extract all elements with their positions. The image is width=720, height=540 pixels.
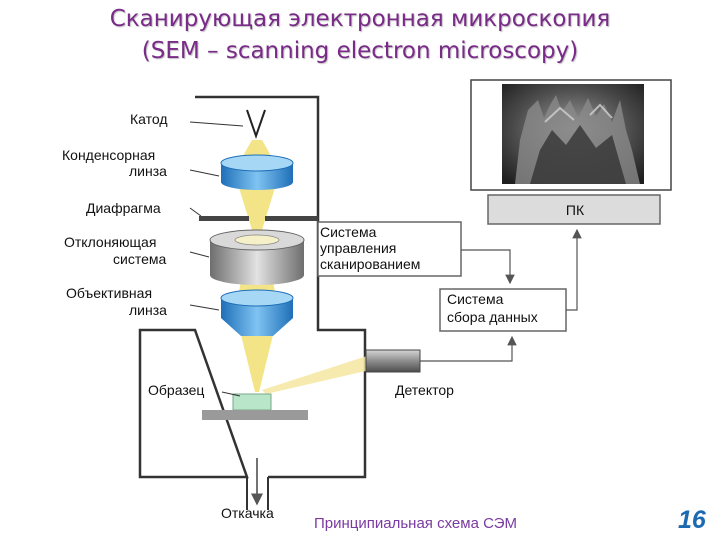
scan-control-line1: Система xyxy=(320,224,377,240)
scan-control-line2: управления xyxy=(320,240,396,256)
label-aperture: Диафрагма xyxy=(86,200,161,216)
condenser-lens xyxy=(220,154,294,190)
label-pointers xyxy=(189,121,244,397)
label-detector: Детектор xyxy=(395,382,454,398)
label-cathode: Катод xyxy=(130,111,168,127)
title-line-1: Сканирующая электронная микроскопия xyxy=(109,6,611,32)
title-line-2: (SEM – scanning electron microscopy) xyxy=(141,38,579,64)
data-acquisition-box: Система сбора данных xyxy=(439,288,567,332)
sem-image xyxy=(470,79,672,191)
label-pump: Откачка xyxy=(221,505,274,521)
detector xyxy=(365,349,421,373)
connection-arrows xyxy=(420,228,582,362)
diagram-caption: Принципиальная схема СЭМ xyxy=(314,515,518,532)
label-condenser-line1: Конденсорная xyxy=(62,147,155,163)
cathode xyxy=(246,109,266,140)
microscope-column xyxy=(138,95,367,510)
label-condenser-line2: линза xyxy=(129,163,167,179)
data-acq-line1: Система xyxy=(447,291,504,307)
scan-control-box: Система управления сканированием xyxy=(317,221,462,277)
label-objective-line1: Объективная xyxy=(66,285,152,301)
label-deflection-line2: система xyxy=(113,251,166,267)
label-sample: Образец xyxy=(148,382,204,398)
aperture xyxy=(199,216,318,221)
deflection-system xyxy=(209,229,305,285)
label-objective-line2: линза xyxy=(129,302,167,318)
pc-box: ПК xyxy=(487,194,661,225)
data-acq-line2: сбора данных xyxy=(447,309,538,325)
label-deflection-line1: Отклоняющая xyxy=(64,234,156,250)
pc-label: ПК xyxy=(566,202,585,218)
scan-control-line3: сканированием xyxy=(320,256,420,272)
objective-lens xyxy=(220,289,294,336)
sample xyxy=(202,393,308,420)
page-number: 16 xyxy=(678,506,706,534)
